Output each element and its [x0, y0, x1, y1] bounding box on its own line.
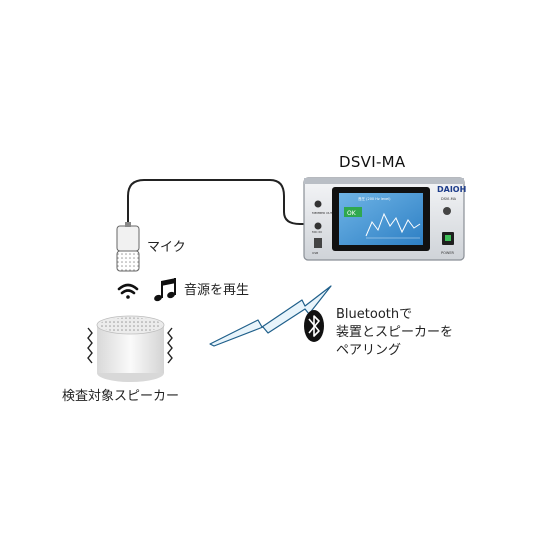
device-screen — [339, 193, 423, 245]
bluetooth-line: ペアリング — [336, 343, 402, 358]
knob — [443, 207, 451, 215]
device-title: DSVI-MA — [339, 153, 406, 171]
screen-ok-badge — [344, 207, 362, 217]
microphone-icon — [116, 222, 140, 272]
panel-label: USB — [312, 251, 318, 255]
wireless-link-icon — [209, 285, 332, 347]
mic-cable — [127, 179, 306, 230]
bluetooth-icon — [304, 310, 324, 342]
panel-label: MEMBER OUT — [312, 211, 333, 215]
screen-graph — [365, 212, 421, 237]
mic-label: マイク — [147, 240, 186, 255]
music-note-icon — [154, 278, 176, 302]
wireless-signal-icon — [117, 283, 139, 299]
member-out-jack — [314, 200, 322, 208]
bluetooth-line: 装置とスピーカーを — [336, 325, 454, 340]
mic-in-jack — [314, 222, 322, 230]
model-label: DSVI-MA — [441, 197, 457, 201]
speaker-cylinder-icon — [96, 315, 165, 382]
bluetooth-pairing-text: Bluetoothで 装置とスピーカーを ペアリング — [336, 306, 453, 360]
dsvi-ma-device: MEMBER OUT MIC IN USB 音圧 (200 Hz level) … — [303, 177, 466, 261]
bluetooth-line: Bluetoothで — [336, 307, 413, 322]
brand-logo: DAIOH — [437, 185, 466, 194]
usb-port — [314, 238, 322, 248]
screen-header: 音圧 (200 Hz level) — [358, 196, 391, 201]
vibration-icon — [87, 327, 173, 364]
play-sound-label: 音源を再生 — [184, 283, 250, 298]
target-speaker-label: 検査対象スピーカー — [62, 389, 180, 404]
power-label: POWER — [441, 251, 455, 255]
panel-label: MIC IN — [312, 230, 322, 234]
screen-ok-text: OK — [347, 210, 357, 217]
